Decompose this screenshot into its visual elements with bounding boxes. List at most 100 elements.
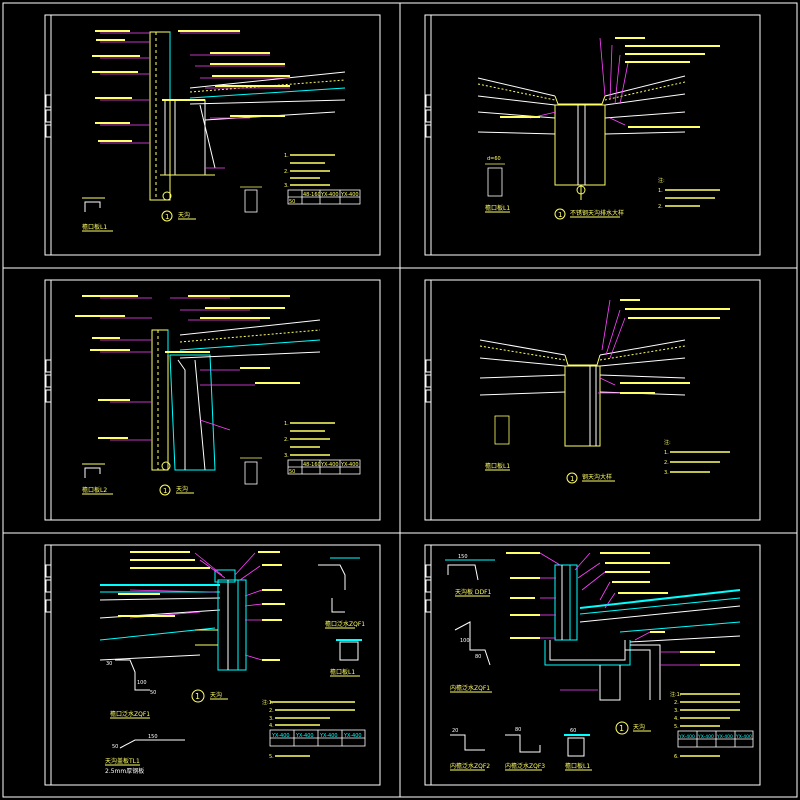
panel-4-section-detail [494,415,510,445]
panel-5-dim-3: 50 [150,690,156,696]
panel-6-note-5: 5. [674,724,679,730]
panel-5-notes-block [270,701,355,757]
panel-2-note-1: 注: [658,177,665,184]
panel-1-frame [44,14,381,256]
panel-6: 注:1. 2. 3. 4. 5. 6. YX-400 YX-400 YX-400… [424,544,761,786]
panel-1-title: 天沟 [178,211,190,219]
panel-1-table-value-4: 50 [289,199,295,205]
panel-2-detail-label: 檐口板L1 [485,204,510,212]
panel-4-frame [424,279,761,521]
panel-4-gutter-column [564,354,601,447]
panel-6-note-6: 6. [674,754,679,760]
panel-4-note-4: 3. [664,470,669,476]
panel-6-circle-number: 1 [619,724,624,733]
panel-2-gutter-column [554,95,606,200]
panel-5-annotation-text [118,551,285,661]
panel-1-note-1: 1. [284,153,289,159]
panel-4-title-block [425,280,432,520]
panel-6-detail-label-zqf2: 内檐泛水ZQF2 [450,762,490,770]
panel-1-notes-block [290,154,335,186]
panel-5-title: 天沟 [210,691,222,699]
panel-3-table-value-4: 50 [289,469,295,475]
panel-4-detail-label: 檐口板L1 [485,462,510,470]
panel-1-detail-circle [161,210,173,222]
panel-5-detail-label-1: 檐口泛水ZQF1 [325,620,365,628]
panel-6-detail-label-zqf1: 内檐泛水ZQF1 [450,684,490,692]
panel-5-table-value-4: YX-400 [343,733,362,739]
panel-6-dim-1: 150 [458,554,468,560]
panel-6-ddf-profile [445,559,495,581]
panel-2-title-block [425,15,432,255]
panel-4-note-1: 注: [664,439,671,446]
panel-5-wall-structure [195,569,247,671]
panel-4-note-3: 2. [664,460,669,466]
panel-2-note-3: 2. [658,204,663,210]
panel-5-flashing-profile [318,557,360,613]
panel-5-detail-circle [191,689,205,703]
panel-4-notes-block [670,451,730,473]
panel-6-schedule-table [677,730,754,748]
panel-6-table-value-4: YX-400 [735,734,752,740]
panel-6-wall-structure [544,564,661,701]
panel-3-roof-deck [179,319,321,359]
panel-4-title: 钢天沟大样 [582,473,612,481]
panel-3-table-value-3: YX-400 [340,462,359,468]
panel-1-title-block [45,15,52,255]
panel-1-table-value-1: 48-160 [303,192,321,198]
panel-3-notes-block [290,422,335,456]
panel-5-roof-deck [99,584,221,661]
panel-6-zqf1-profile [454,621,491,666]
panel-6-leader-lines [539,552,700,691]
panel-5-detail-label-zqf: 檐口泛水ZQF1 [110,710,150,718]
panel-6-note-4: 4. [674,716,679,722]
panel-3-table-value-1: 48-160 [303,462,321,468]
panel-6-detail-label-ddf: 天沟板 DDF1 [455,588,492,596]
panel-5-dim-1: 30 [106,661,112,667]
panel-6-frame [424,544,761,786]
panel-5: 注:1. 2. 3. 4. 5. YX-400 YX-400 YX-400 YX… [44,544,381,786]
panel-6-title-block [425,545,432,785]
panel-1-detail-label: 檐口板L1 [82,223,107,231]
panel-1-table-value-3: YX-400 [340,192,359,198]
panel-1-note-2: 2. [284,169,289,175]
panel-5-frame [44,544,381,786]
panel-5-dim-2: 100 [137,680,147,686]
panel-1-table-value-2: YX-400 [320,192,339,198]
panel-2-title: 不锈钢天沟排水大样 [570,209,624,217]
panel-1-flashing-detail [82,197,105,212]
panel-6-table-value-1: YX-400 [678,734,695,740]
panel-1-leader-lines [100,32,290,169]
panel-5-note-5: 5. [269,754,274,760]
panel-5-table-value-3: YX-400 [319,733,338,739]
panel-6-dim-3: 80 [475,654,481,660]
panel-3-leader-lines [100,297,260,441]
panel-3-frame [44,279,381,521]
panel-4-circle-number: 1 [570,475,574,483]
panel-2-annotation-text [500,37,720,128]
panel-5-schedule-table [269,729,366,747]
panel-6-dim-2: 100 [460,638,470,644]
panel-3-wall-structure [151,329,216,471]
panel-3-title: 天沟 [176,485,188,493]
panel-2-detail-circle [554,208,566,220]
panel-5-table-value-2: YX-400 [295,733,314,739]
panel-6-dim-6: 60 [570,728,576,734]
panel-1-wall-structure [149,31,216,201]
panel-2-note-2: 1. [658,188,663,194]
panel-3-annotation-text [75,295,300,439]
panel-5-detail-label-2: 檐口板L1 [330,668,355,676]
panel-3-circle-number: 1 [163,487,167,495]
panel-3-schedule-table [287,459,361,475]
panel-3-table-value-2: YX-400 [320,462,339,468]
panel-5-title-block [45,545,52,785]
panel-5-circle-number: 1 [195,692,200,701]
panel-2-dim-label: d=60 [487,156,501,162]
panel-2-circle-number: 1 [558,211,562,219]
panel-5-note-2: 2. [269,708,274,714]
panel-5-dim-4: 150 [148,734,158,740]
panel-6-l1-section [564,734,590,757]
panel-6-detail-label-zqf3: 内檐泛水ZQF3 [505,762,545,770]
panel-5-zqf-profile [115,659,150,691]
panel-6-notes-block [680,693,740,757]
